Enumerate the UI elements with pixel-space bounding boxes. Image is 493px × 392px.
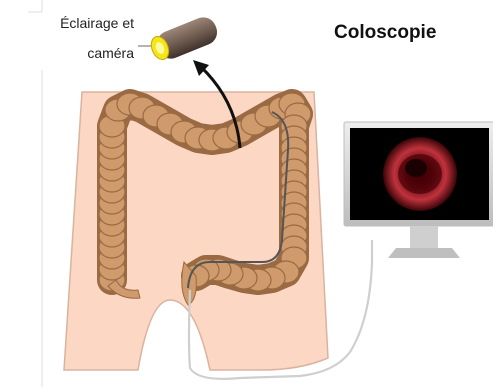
guide-lines (28, 0, 42, 387)
monitor (344, 122, 493, 258)
diagram-title: Coloscopie (334, 22, 436, 44)
device-label-line1: Éclairage et (50, 14, 134, 32)
camera-device (138, 13, 221, 62)
device-label-line2: caméra (50, 44, 134, 62)
